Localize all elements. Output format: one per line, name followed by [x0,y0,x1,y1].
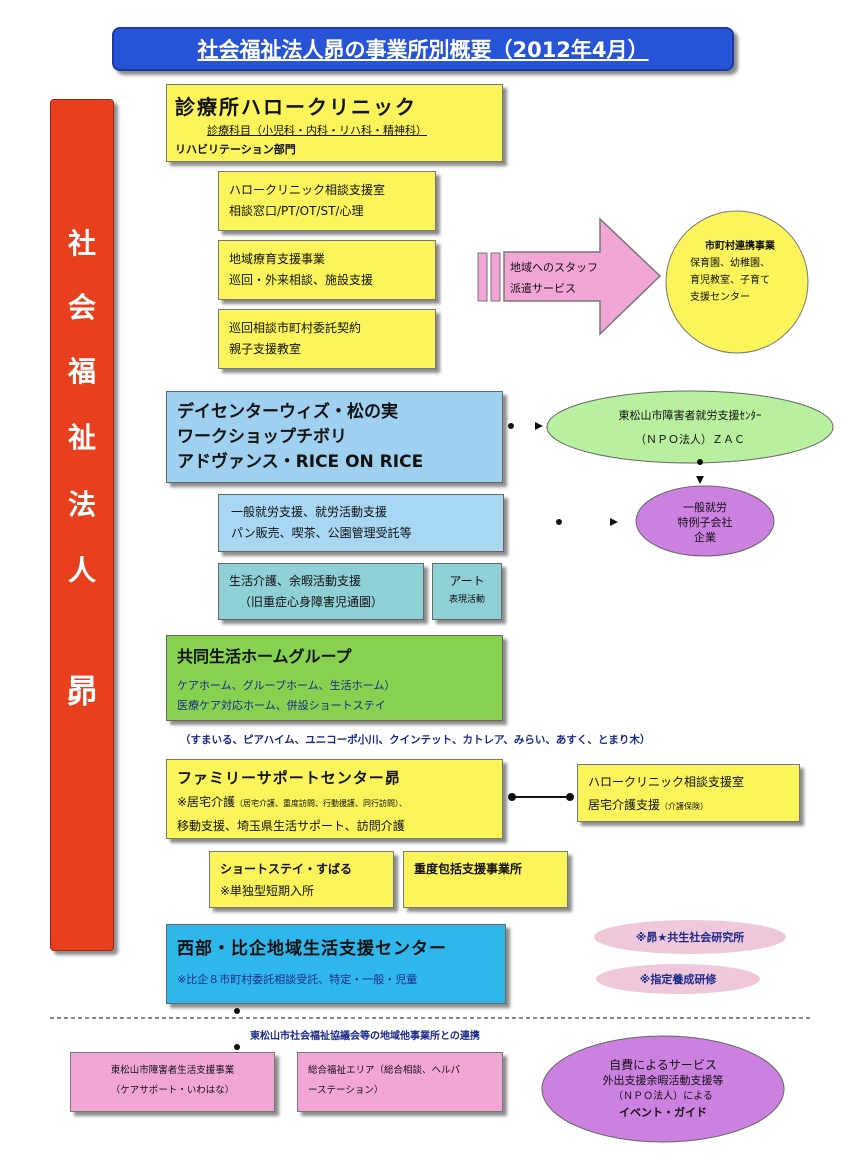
special-company-text: 一般就労 特例子会社 企業 [640,500,770,545]
special-company-line3: 企業 [694,531,716,544]
employment-line2: パン販売、喫茶、公園管理受託等 [231,526,412,540]
hm-life-support-box: 東松山市障害者生活支援事業 （ケアサポート・いわはな） [70,1052,275,1112]
side-char-7: 昴 [65,672,98,710]
arrow-bar-2 [490,252,501,302]
hello-consult-line2: 居宅介護支援（介護保険） [588,793,789,817]
art-box: アート 表現活動 [432,563,502,620]
regional-care-line1: 地域療育支援事業 [229,252,326,266]
hello-consult-box: ハロークリニック相談支援室 居宅介護支援（介護保険） [577,764,800,822]
arrow-bar-1 [477,252,488,302]
hello-consult-line2-main: 居宅介護支援 [588,798,661,812]
side-char-2: 会 [67,291,96,324]
municipal-line2: 育児教室、子育て [690,275,770,286]
severe-care-label: 重度包括支援事業所 [414,862,523,876]
patrol-line2: 親子支援教室 [229,342,302,356]
patrol-line1: 巡回相談市町村委託契約 [229,321,362,335]
family-support-line1-small: （居宅介護、重度訪問、行動援護、同行訪問）、 [235,799,408,808]
hm-life-line1: 東松山市障害者生活支援事業 [110,1065,235,1076]
day-center-line3: アドヴァンス・RICE ON RICE [177,452,424,472]
family-support-line1-main: ※居宅介護 [177,795,236,809]
clinic-dept: 診療科目（小児科・内科・リハ科・精神科） [207,124,427,137]
research-label: ※昴★共生社会研究所 [635,931,745,944]
short-stay-line2: ※単独型短期入所 [220,884,315,898]
page-title: 社会福祉法人昴の事業所別概要（2012年4月） [197,38,649,62]
life-care-line2: （旧重症心身障害児通園） [239,595,384,609]
collab-title: 東松山市社会福祉協議会等の地域他事業所との連携 [250,1031,480,1042]
short-stay-box: ショートステイ・すばる ※単独型短期入所 [209,851,394,908]
family-support-line2: 移動支援、埼玉県生活サポート、訪問介護 [177,819,405,833]
staff-dispatch-arrow [503,217,662,336]
hello-consult-line2-small: （介護保険） [660,802,709,811]
family-support-box: ファミリーサポートセンター昴 ※居宅介護（居宅介護、重度訪問、行動援護、同行訪問… [166,759,503,839]
clinic-box: 診療所ハロークリニック 診療科目（小児科・内科・リハ科・精神科） リハビリテーシ… [166,84,503,162]
self-service-line4: イベント・ガイド [619,1106,707,1119]
consult-room-line1: ハロークリニック相談支援室 [229,183,386,197]
art-line2: 表現活動 [448,595,485,605]
side-char-4: 祉 [67,421,96,454]
family-support-title: ファミリーサポートセンター昴 [177,769,401,787]
hm-life-line2: （ケアサポート・いわはな） [110,1085,235,1096]
side-char-5: 法 [67,488,96,521]
group-home-box: 共同生活ホームグループ ケアホーム、グループホーム、生活ホーム） 医療ケア対応ホ… [166,635,503,721]
arrow-text-line1: 地域へのスタッフ [510,261,598,274]
research-ellipse [594,920,786,954]
municipal-circle [665,210,809,354]
special-company-line2: 特例子会社 [677,516,733,529]
life-care-box: 生活介護、余暇活動支援 （旧重症心身障害児通園） [218,563,424,620]
west-center-box: 西部・比企地域生活支援センター ※比企８市町村委託相談受託、特定・一般・児童 [166,924,506,1004]
arrow-text: 地域へのスタッフ 派遣サービス [510,257,610,299]
group-home-line1: ケアホーム、グループホーム、生活ホーム） [177,679,396,692]
municipal-line3: 支援センター [690,292,750,303]
zac-line2: （ＮＰＯ法人）ＺＡＣ [635,433,745,446]
zac-ellipse [546,390,834,464]
municipal-line1: 保育園、幼稚園、 [690,258,770,269]
regional-care-line2: 巡回・外来相談、施設支援 [229,273,374,287]
life-care-line1: 生活介護、余暇活動支援 [229,574,362,588]
side-char-6: 人 [67,554,96,587]
day-center-line2: ワークショップチボリ [177,427,347,447]
consult-room-line2: 相談窓口/PT/OT/ST/心理 [229,204,364,218]
training-label: ※指定養成研修 [639,973,717,986]
self-service-line3: （ＮＰＯ法人）による [613,1091,713,1102]
short-stay-line1: ショートステイ・すばる [220,862,353,876]
day-center-line1: デイセンターウィズ・松の実 [177,402,398,422]
homes-list: （すまいる、ピアハイム、ユニコーポ小川、クインテット、カトレア、みらい、あすく、… [180,734,651,746]
art-line1: アート [449,574,485,588]
self-service-line1: 自費によるサービス [609,1058,717,1072]
training-ellipse [596,964,760,994]
west-center-title: 西部・比企地域生活支援センター [177,939,447,959]
welfare-area-line1: 総合福祉エリア（総合相談、ヘルパ [308,1065,461,1076]
welfare-area-box: 総合福祉エリア（総合相談、ヘルパ ーステーション） [297,1052,503,1112]
employment-box: 一般就労支援、就労活動支援 パン販売、喫茶、公園管理受託等 [218,494,504,552]
welfare-area-line2: ーステーション） [308,1085,384,1096]
municipal-text: 市町村連携事業 保育園、幼稚園、 育児教室、子育て 支援センター [690,238,790,306]
group-home-title: 共同生活ホームグループ [177,647,352,666]
employment-line1: 一般就労支援、就労活動支援 [231,505,388,519]
municipal-title: 市町村連携事業 [705,241,775,252]
west-center-line1: ※比企８市町村委託相談受託、特定・一般・児童 [177,973,418,986]
family-support-line1: ※居宅介護（居宅介護、重度訪問、行動援護、同行訪問）、 [177,790,492,815]
title-banner: 社会福祉法人昴の事業所別概要（2012年4月） [112,27,734,71]
arrow-text-line2: 派遣サービス [510,282,576,295]
hello-consult-line1: ハロークリニック相談支援室 [588,775,745,789]
clinic-name: 診療所ハロークリニック [175,95,417,119]
zac-line1: 東松山市障害者就労支援ｾﾝﾀｰ [618,409,762,422]
consult-room-box: ハロークリニック相談支援室 相談窓口/PT/OT/ST/心理 [218,171,436,231]
clinic-rehab: リハビリテーション部門 [175,143,296,156]
group-home-line2: 医療ケア対応ホーム、併設ショートステイ [177,699,386,712]
side-label-bar: 社 会 福 祉 法 人 昴 [50,99,114,951]
self-service-line2: 外出支援余暇活動支援等 [602,1074,724,1087]
self-service-text: 自費によるサービス 外出支援余暇活動支援等 （ＮＰＯ法人）による イベント・ガイ… [553,1057,773,1121]
special-company-line1: 一般就労 [683,501,727,514]
zac-text: 東松山市障害者就労支援ｾﾝﾀｰ （ＮＰＯ法人）ＺＡＣ [550,404,830,452]
self-service-ellipse [541,1035,785,1143]
special-company-ellipse [635,485,775,557]
patrol-box: 巡回相談市町村委託契約 親子支援教室 [218,309,436,369]
side-char-1: 社 [67,227,96,260]
side-char-3: 福 [67,355,96,388]
severe-care-box: 重度包括支援事業所 [403,851,568,908]
day-center-box: デイセンターウィズ・松の実 ワークショップチボリ アドヴァンス・RICE ON … [166,391,503,483]
regional-care-box: 地域療育支援事業 巡回・外来相談、施設支援 [218,240,436,300]
